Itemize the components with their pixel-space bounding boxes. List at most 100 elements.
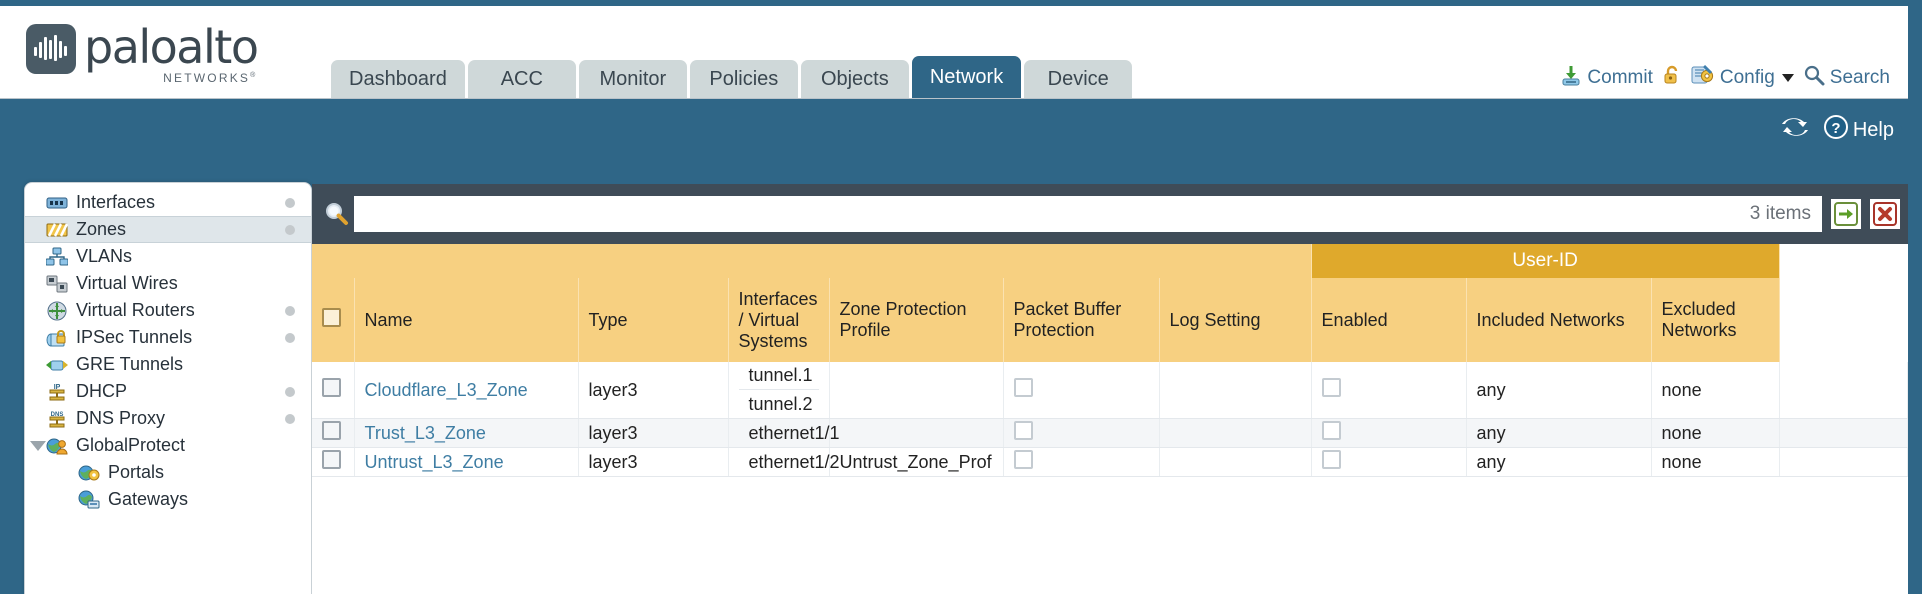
row-select-checkbox[interactable]	[322, 450, 341, 469]
user-id-enabled-checkbox[interactable]	[1321, 378, 1341, 397]
sidebar-item-zones[interactable]: Zones	[25, 216, 311, 243]
table-row-filler	[1779, 418, 1908, 448]
interfaces-list: ethernet1/1	[739, 419, 840, 447]
column-header-row: Name Type Interfaces / Virtual Systems Z…	[312, 278, 1908, 362]
sidebar-item-label: Virtual Wires	[76, 273, 178, 293]
item-count-label: 3 items	[1749, 203, 1811, 224]
row-select-cell[interactable]	[312, 447, 355, 477]
filter-input-wrapper[interactable]: 3 items	[354, 196, 1822, 232]
tab-monitor[interactable]: Monitor	[578, 60, 687, 98]
select-all-header[interactable]	[312, 278, 355, 362]
search-button[interactable]: Search	[1803, 64, 1890, 92]
twisty-expanded-icon[interactable]	[30, 440, 46, 451]
tab-acc[interactable]: ACC	[467, 60, 576, 98]
row-select-checkbox[interactable]	[322, 378, 341, 397]
zone-name-cell: Untrust_L3_Zone	[354, 447, 579, 477]
tab-dashboard[interactable]: Dashboard	[331, 60, 465, 98]
user-id-enabled-cell[interactable]	[1311, 362, 1467, 419]
zone-type-cell: layer3	[578, 447, 729, 477]
col-header-excluded-networks[interactable]: Excluded Networks	[1651, 278, 1780, 362]
sidebar-item-label: VLANs	[76, 246, 133, 266]
sidebar-item-status-dot-icon	[285, 305, 295, 316]
dns-proxy-icon: DNS	[45, 409, 69, 429]
zone-name-cell: Trust_L3_Zone	[354, 418, 579, 448]
sidebar-item-ipsec-tunnels[interactable]: IPSec Tunnels	[25, 324, 311, 351]
packet-buffer-protection-checkbox[interactable]	[1013, 450, 1033, 469]
interface-item: ethernet1/2	[748, 451, 840, 472]
interfaces-list: ethernet1/2	[739, 448, 840, 476]
packet-buffer-protection-cell[interactable]	[1003, 418, 1160, 448]
interface-item: tunnel.1	[738, 362, 819, 390]
sidebar-item-virtual-routers[interactable]: Virtual Routers	[25, 297, 311, 324]
sidebar-item-dhcp[interactable]: IP DHCP	[25, 378, 311, 405]
sidebar-item-gateways[interactable]: Gateways	[25, 486, 311, 513]
packet-buffer-protection-checkbox[interactable]	[1013, 378, 1033, 397]
tab-policies[interactable]: Policies	[689, 60, 798, 98]
packet-buffer-protection-cell[interactable]	[1003, 362, 1160, 419]
sidebar-item-virtual-wires[interactable]: Virtual Wires	[25, 270, 311, 297]
sidebar-item-dns-proxy[interactable]: DNS DNS Proxy	[25, 405, 311, 432]
brand-name: paloalto	[84, 20, 259, 74]
svg-text:IP: IP	[54, 384, 61, 391]
user-id-enabled-checkbox[interactable]	[1321, 421, 1341, 440]
user-id-enabled-cell[interactable]	[1311, 418, 1467, 448]
col-header-log-setting[interactable]: Log Setting	[1159, 278, 1312, 362]
user-id-enabled-checkbox[interactable]	[1321, 450, 1341, 469]
col-header-user-id-enabled[interactable]: Enabled	[1311, 278, 1467, 362]
tab-device[interactable]: Device	[1024, 60, 1133, 98]
clear-filter-button[interactable]	[1870, 199, 1900, 229]
row-select-checkbox[interactable]	[322, 421, 341, 440]
log-setting-cell	[1159, 447, 1312, 477]
packet-buffer-protection-cell[interactable]	[1003, 447, 1160, 477]
sidebar-item-vlans[interactable]: VLANs	[25, 243, 311, 270]
sidebar-item-label: DNS Proxy	[76, 408, 166, 428]
filter-toolbar: 3 items	[312, 184, 1908, 244]
sub-header-actions: ? Help	[1781, 114, 1894, 146]
col-header-included-networks[interactable]: Included Networks	[1466, 278, 1652, 362]
zone-name-link[interactable]: Trust_L3_Zone	[364, 422, 486, 443]
commit-label: Commit	[1587, 67, 1653, 88]
commit-icon	[1560, 64, 1582, 92]
row-select-cell[interactable]	[312, 362, 355, 419]
tab-network[interactable]: Network	[911, 56, 1022, 98]
col-header-packet-buffer-protection[interactable]: Packet Buffer Protection	[1003, 278, 1160, 362]
included-networks-cell: any	[1466, 362, 1652, 419]
unlock-button[interactable]	[1662, 64, 1682, 92]
col-header-name[interactable]: Name	[354, 278, 579, 362]
search-input[interactable]	[355, 197, 1750, 231]
col-header-zone-protection-profile[interactable]: Zone Protection Profile	[829, 278, 1004, 362]
registered-mark: ®	[250, 72, 258, 79]
sidebar-item-portals[interactable]: Portals	[25, 459, 311, 486]
config-menu[interactable]: Config	[1691, 64, 1794, 92]
sidebar-item-gre-tunnels[interactable]: GRE Tunnels	[25, 351, 311, 378]
gateways-icon	[77, 490, 101, 510]
zone-name-link[interactable]: Cloudflare_L3_Zone	[364, 379, 528, 400]
sidebar-item-globalprotect[interactable]: GlobalProtect	[25, 432, 311, 459]
col-header-type[interactable]: Type	[578, 278, 729, 362]
magnifier-icon[interactable]	[320, 201, 354, 227]
commit-button[interactable]: Commit	[1560, 64, 1653, 92]
help-button[interactable]: ? Help	[1823, 114, 1894, 146]
vlans-icon	[45, 247, 69, 267]
sidebar-item-status-dot-icon	[285, 386, 295, 397]
zone-protection-profile-cell: Untrust_Zone_Prof	[829, 447, 1004, 477]
col-header-interfaces[interactable]: Interfaces / Virtual Systems	[728, 278, 830, 362]
select-all-checkbox[interactable]	[322, 308, 341, 327]
tab-objects[interactable]: Objects	[800, 60, 909, 98]
packet-buffer-protection-checkbox[interactable]	[1013, 421, 1033, 440]
apply-filter-button[interactable]	[1831, 199, 1861, 229]
refresh-icon[interactable]	[1781, 115, 1809, 145]
help-label: Help	[1852, 118, 1894, 141]
sidebar-item-interfaces[interactable]: Interfaces	[25, 189, 311, 216]
user-id-enabled-cell[interactable]	[1311, 447, 1467, 477]
zone-name-link[interactable]: Untrust_L3_Zone	[364, 451, 504, 472]
sidebar-item-label: DHCP	[76, 381, 128, 401]
row-select-cell[interactable]	[312, 418, 355, 448]
